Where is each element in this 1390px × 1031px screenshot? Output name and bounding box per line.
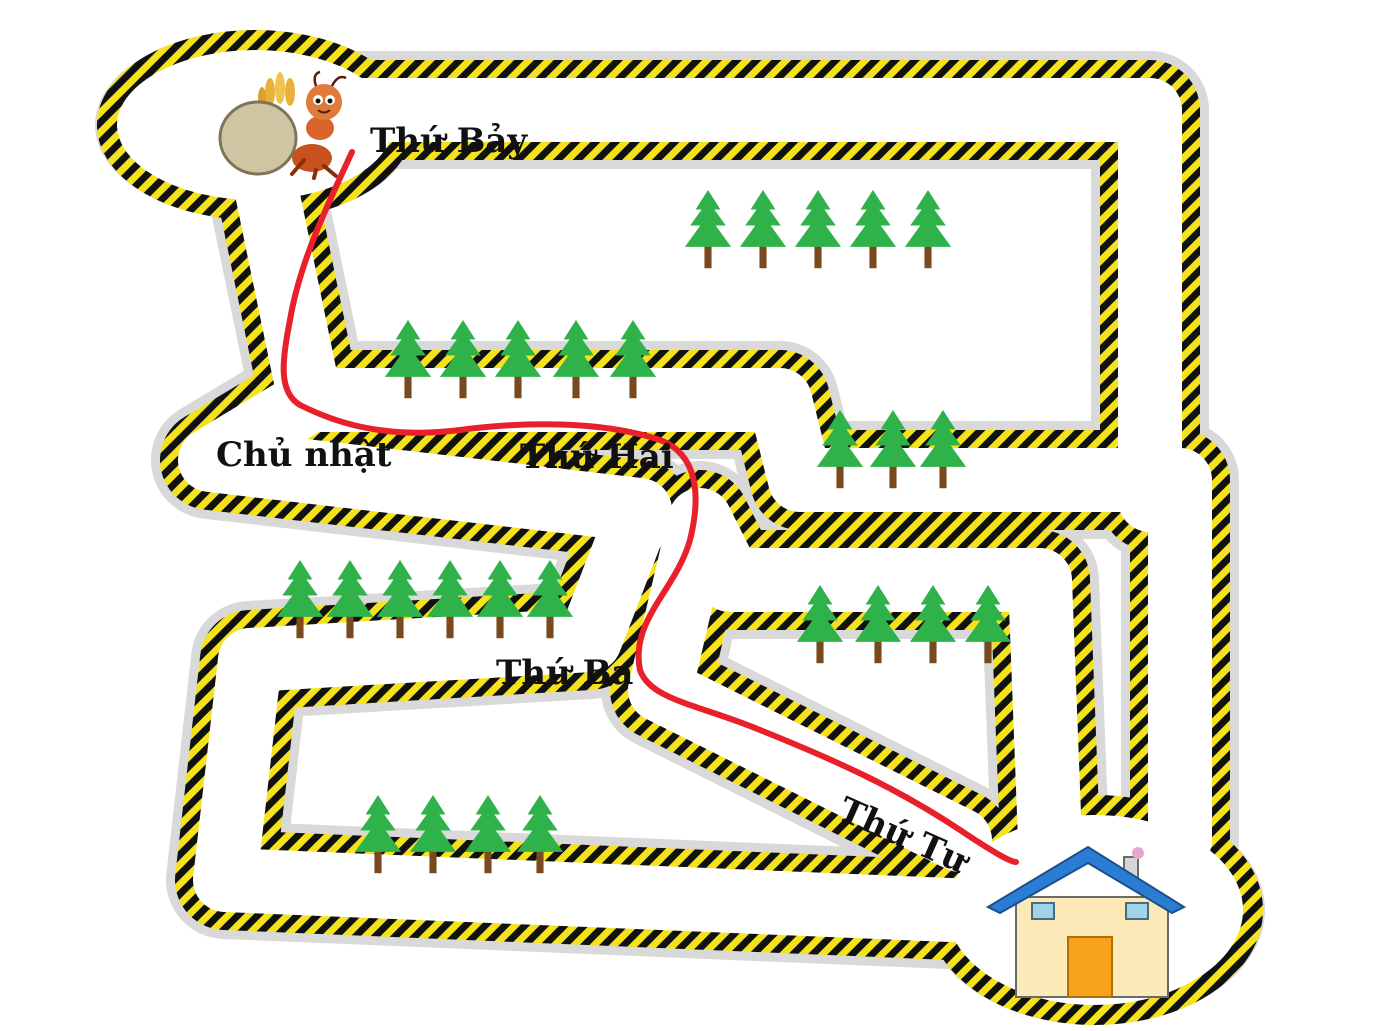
house-icon[interactable] [985,845,1187,998]
label-monday: Thứ Hai [520,437,674,477]
tree-icon [849,190,897,269]
ant-icon[interactable] [218,70,347,180]
tree-icon [739,190,787,269]
tree-icon [904,190,952,269]
label-sunday: Chủ nhật [216,435,392,475]
label-saturday: Thứ Bảy [370,121,528,161]
label-tuesday: Thứ Ba [496,653,633,693]
tree-row-top-right [684,190,952,269]
tree-icon [794,190,842,269]
route-line [280,149,1019,865]
tree-row-mid-right [816,410,967,489]
tree-icon [684,190,732,269]
sack-icon [218,100,298,176]
